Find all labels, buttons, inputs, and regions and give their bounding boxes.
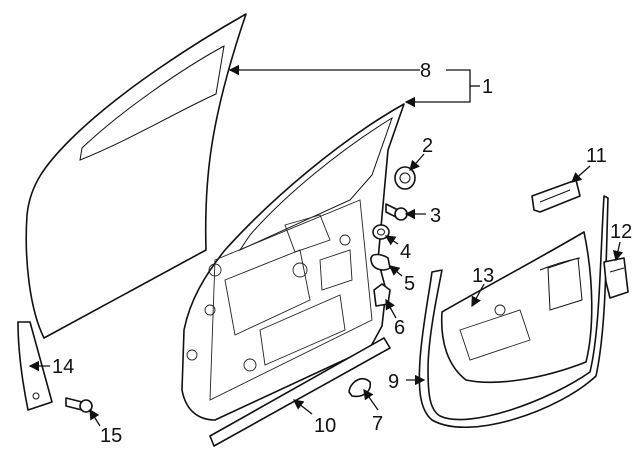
door-trim-panel	[440, 231, 593, 384]
callout-10: 10	[314, 415, 336, 437]
callout-2: 2	[422, 135, 433, 157]
callout-14: 14	[52, 356, 74, 378]
callout-1: 1	[482, 76, 493, 98]
callout-3: 3	[430, 205, 441, 227]
door-glass	[25, 13, 247, 339]
plug-part	[370, 253, 391, 271]
callout-15: 15	[100, 425, 122, 447]
door-handle-part	[531, 179, 581, 213]
callout-7: 7	[372, 413, 383, 435]
callout-8: 8	[420, 60, 431, 82]
door-weatherstrip	[418, 195, 609, 429]
callout-12: 12	[610, 221, 632, 243]
callout-13: 13	[472, 265, 494, 287]
callout-6: 6	[394, 317, 405, 339]
grommet-part	[394, 166, 416, 190]
callout-9: 9	[388, 371, 399, 393]
callout-5: 5	[404, 273, 415, 295]
leader-lines	[28, 64, 624, 427]
door-shell	[181, 103, 405, 421]
belt-weatherstrip	[209, 337, 391, 447]
callout-4: 4	[400, 241, 411, 263]
bracket-part	[603, 257, 629, 299]
callout-11: 11	[586, 145, 607, 167]
screw-part	[65, 397, 93, 413]
bolt-part	[385, 203, 408, 221]
